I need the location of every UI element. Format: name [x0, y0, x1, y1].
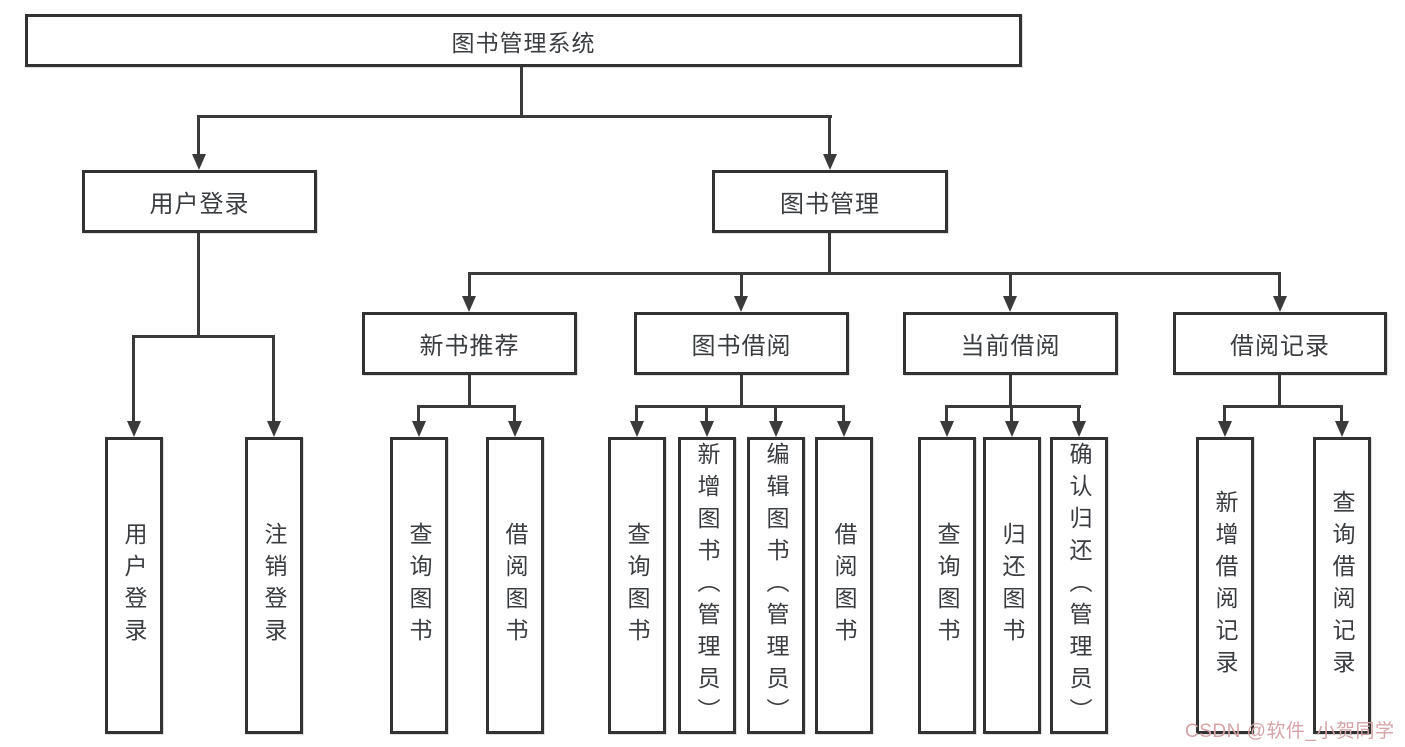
connector-to-current: [1009, 272, 1012, 297]
connector-to-manage-stem: [828, 115, 831, 155]
arrow-down-icon: [1218, 421, 1232, 437]
connector-records-leaf1: [1223, 405, 1226, 422]
connector-borrow-leaf1: [635, 405, 638, 422]
leaf-query-borrow-record: 查询借阅记录: [1313, 437, 1371, 734]
leaf-add-borrow-record: 新增借阅记录: [1196, 437, 1254, 734]
connector-records-leaf2: [1340, 405, 1343, 422]
leaf-current-query-books: 查询图书: [918, 437, 976, 734]
connector-to-records: [1278, 272, 1281, 297]
leaf-recommend-query-books: 查询图书: [390, 437, 448, 734]
arrow-down-icon: [267, 421, 281, 437]
leaf-confirm-return-admin: 确认归还（管理员）: [1050, 437, 1108, 734]
connector-current-leaf2: [1010, 405, 1013, 422]
arrow-down-icon: [1003, 296, 1017, 312]
connector-borrow-rail: [635, 405, 845, 408]
arrow-down-icon: [508, 421, 522, 437]
node-book-manage: 图书管理: [712, 170, 948, 233]
connector-borrow-leaf4: [842, 405, 845, 422]
node-current-borrow: 当前借阅: [903, 312, 1118, 375]
connector-borrow-leaf3: [774, 405, 777, 422]
arrow-down-icon: [1005, 421, 1019, 437]
arrow-down-icon: [769, 421, 783, 437]
arrow-down-icon: [734, 296, 748, 312]
arrow-down-icon: [192, 154, 206, 170]
connector-login-stem: [197, 233, 200, 335]
connector-current-stem: [1009, 375, 1012, 405]
connector-borrow-leaf2: [705, 405, 708, 422]
connector-recommend-rail: [417, 405, 516, 408]
arrow-down-icon: [1273, 296, 1287, 312]
node-root-system: 图书管理系统: [25, 14, 1022, 67]
leaf-borrow-query-books: 查询图书: [608, 437, 666, 734]
connector-recommend-leaf1: [417, 405, 420, 422]
connector-manage-stem: [828, 233, 831, 272]
leaf-recommend-borrow-books: 借阅图书: [486, 437, 544, 734]
connector-to-borrow: [740, 272, 743, 297]
arrow-down-icon: [700, 421, 714, 437]
arrow-down-icon: [462, 296, 476, 312]
arrow-down-icon: [127, 421, 141, 437]
connector-recommend-stem: [468, 375, 471, 405]
connector-root-rail: [198, 115, 832, 118]
arrow-down-icon: [1072, 421, 1086, 437]
connector-to-login-stem: [197, 115, 200, 155]
arrow-down-icon: [412, 421, 426, 437]
connector-current-rail: [945, 405, 1081, 408]
connector-recommend-leaf2: [513, 405, 516, 422]
leaf-edit-book-admin: 编辑图书（管理员）: [747, 437, 805, 734]
leaf-user-login: 用户登录: [105, 437, 163, 734]
connector-login-leaf1: [132, 335, 135, 421]
connector-root-stem: [520, 67, 523, 115]
connector-to-recommend: [468, 272, 471, 297]
connector-borrow-stem: [740, 375, 743, 405]
node-book-borrow: 图书借阅: [634, 312, 849, 375]
leaf-logout: 注销登录: [245, 437, 303, 734]
connector-current-leaf1: [945, 405, 948, 422]
node-borrow-records: 借阅记录: [1173, 312, 1387, 375]
arrow-down-icon: [1335, 421, 1349, 437]
leaf-return-book: 归还图书: [983, 437, 1041, 734]
connector-login-rail: [132, 335, 275, 338]
connector-current-leaf3: [1077, 405, 1080, 422]
arrow-down-icon: [837, 421, 851, 437]
arrow-down-icon: [823, 154, 837, 170]
connector-records-rail: [1223, 405, 1343, 408]
leaf-add-book-admin: 新增图书（管理员）: [678, 437, 736, 734]
leaf-borrow-book: 借阅图书: [815, 437, 873, 734]
node-user-login: 用户登录: [82, 170, 317, 233]
connector-manage-rail: [468, 272, 1281, 275]
connector-records-stem: [1278, 375, 1281, 405]
connector-login-leaf2: [272, 335, 275, 421]
arrow-down-icon: [630, 421, 644, 437]
arrow-down-icon: [940, 421, 954, 437]
csdn-watermark: CSDN @软件_小贺同学: [1185, 721, 1395, 742]
node-new-book-recommend: 新书推荐: [362, 312, 577, 375]
